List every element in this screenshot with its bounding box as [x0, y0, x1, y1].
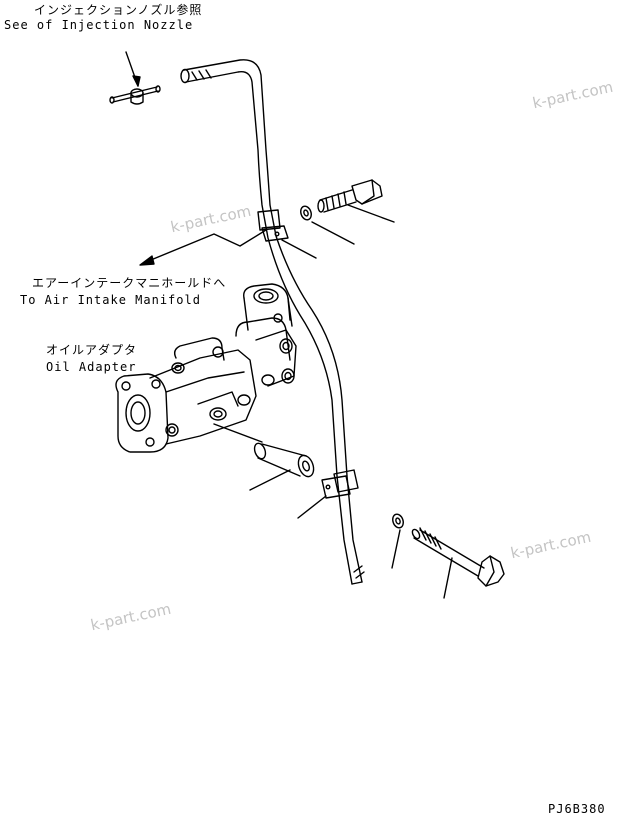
oil-adapter: [115, 283, 297, 453]
oil-adapter-label-jp: オイルアダプタ: [46, 343, 138, 357]
leader-adapter-bolt: [213, 423, 263, 443]
upper-clip: [257, 209, 289, 242]
oil-tube: [180, 59, 365, 585]
leader-spacer: [249, 469, 291, 491]
upper-washer: [300, 205, 312, 221]
leader-lower-clip: [297, 495, 327, 519]
leader-long-bolt: [443, 557, 453, 599]
air-intake-label-jp: エアーインテークマニホールドへ: [32, 276, 227, 290]
injection-nozzle-label-en: See of Injection Nozzle: [4, 18, 194, 32]
injection-nozzle-label-jp: インジェクションノズル参照: [34, 3, 203, 17]
upper-bolt: [317, 179, 383, 213]
oil-adapter-label-en: Oil Adapter: [46, 360, 137, 374]
long-bolt: [411, 527, 505, 587]
lower-washer: [392, 513, 404, 529]
spacer-sleeve: [253, 442, 315, 478]
injection-nozzle-fitting: [109, 51, 161, 105]
leader-lower-washer: [391, 529, 401, 569]
leader-upper-bolt: [347, 204, 395, 223]
lower-clip: [321, 469, 359, 499]
leader-upper-clip: [281, 239, 317, 259]
leader-upper-washer: [311, 221, 355, 245]
part-code: PJ6B380: [548, 802, 606, 816]
air-intake-label-en: To Air Intake Manifold: [20, 293, 201, 307]
air-intake-arrow: [139, 229, 267, 266]
